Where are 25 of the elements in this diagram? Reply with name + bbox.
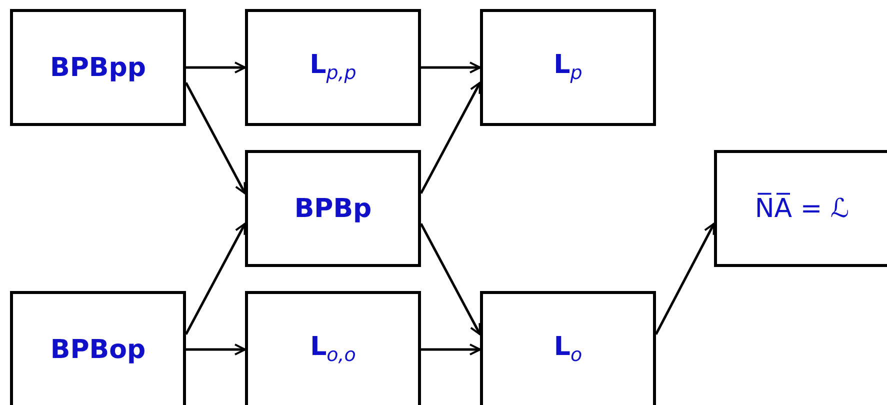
arrow [184, 222, 246, 335]
arrow [186, 62, 246, 74]
process-box [480, 291, 656, 405]
process-box [245, 291, 421, 405]
arrow [654, 222, 716, 335]
process-box [10, 9, 186, 126]
node-label: L$_{p,p}$ [310, 50, 356, 85]
process-box [480, 9, 656, 126]
arrow [420, 82, 482, 194]
process-box [245, 9, 421, 126]
process-box [245, 150, 421, 267]
node-label: BPBpp [50, 52, 146, 82]
arrow [186, 344, 246, 356]
node-label: BPBp [294, 194, 372, 224]
arrow [421, 344, 481, 356]
node-label: L$_{p}$ [554, 50, 582, 85]
process-box [714, 150, 887, 267]
node-label: L$_{o,o}$ [310, 332, 356, 367]
process-box [10, 291, 186, 405]
arrow [421, 62, 481, 74]
node-label: N̅A̅ = ℒ [754, 194, 850, 224]
node-label: BPBop [50, 334, 146, 364]
node-label: L$_{o}$ [554, 332, 582, 367]
arrow [420, 223, 482, 336]
arrow [184, 82, 246, 194]
